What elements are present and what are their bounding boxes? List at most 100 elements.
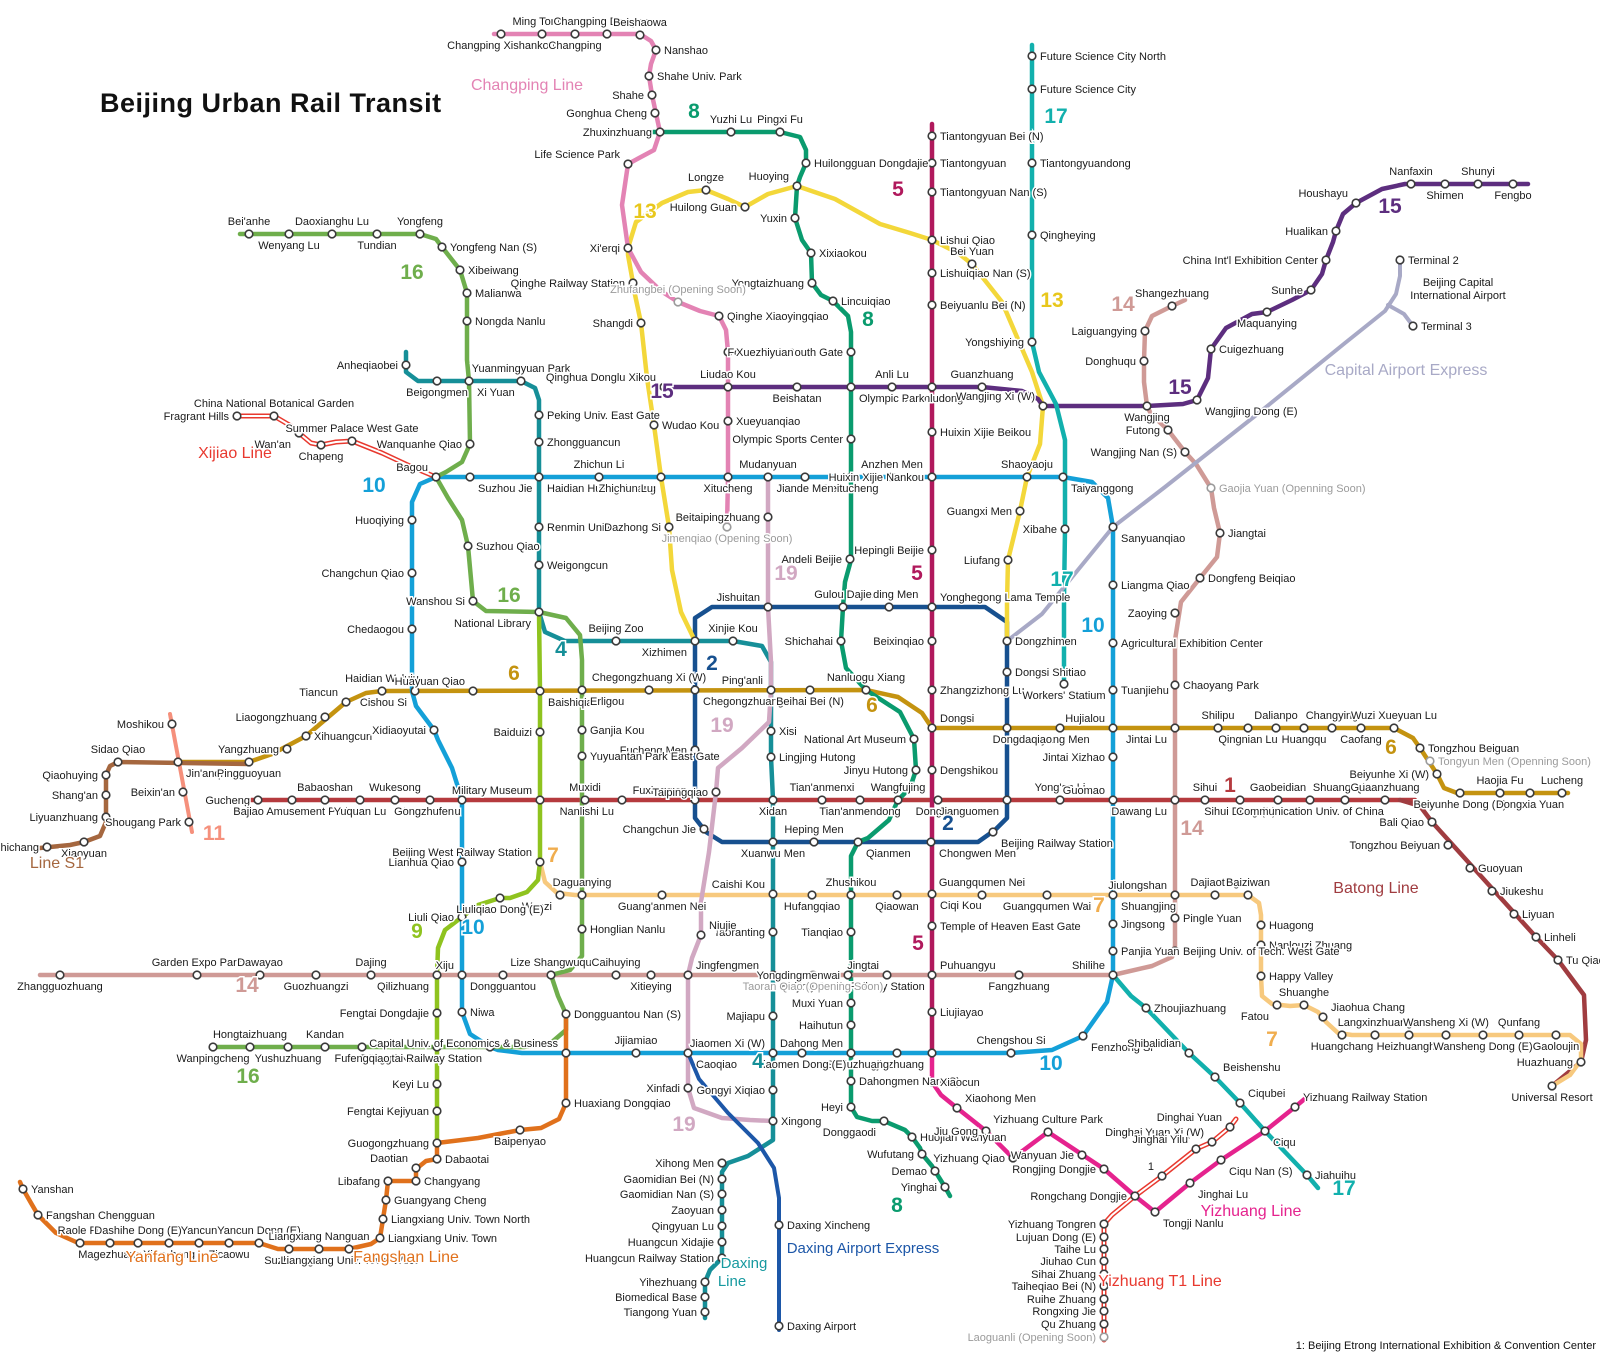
station-dot [1099,1256,1109,1266]
station-dot [113,757,123,767]
station-dot [967,259,977,269]
station-label: Puhuangyu [940,960,996,972]
line-number-badge: 6 [1385,736,1397,759]
station-label: Nanshao [664,45,708,57]
airport-express-path [1005,258,1402,643]
station-dot [723,382,733,392]
station-dot [1210,890,1220,900]
station-label: Yizhuang Railway Station [1303,1092,1427,1104]
station-dot [580,795,590,805]
station-dot [1514,1030,1524,1040]
station-label: Life Science Park [534,149,620,161]
station-dot [1140,326,1150,336]
station-dot [1207,1137,1217,1147]
station-label: Jinyu Hutong [844,765,908,777]
station-dot [631,1048,641,1058]
station-label: Guogongzhuang [348,1138,429,1150]
station-label: Gaomidian Bei (N) [624,1174,714,1186]
station-dot [269,411,279,421]
station-label: Guangxi Men [947,506,1012,518]
station-dot [768,970,778,980]
station-dot [1271,723,1281,733]
station-label: Garden Expo Park [152,957,243,969]
station-dot [911,765,921,775]
station-label: Dongzhimen [1015,636,1077,648]
station-label: Muxidi [569,782,601,794]
line-number-badge: 13 [633,200,656,223]
station-label: Xitucheng [704,483,753,495]
station-dot [516,376,526,386]
station-label: Ganjia Kou [590,725,644,737]
line-14-path [37,297,1223,978]
station-label: Guang'anmen Nei [618,901,706,913]
station-label: Yongtaizhuang [732,278,804,290]
station-label: Beixin'an [131,787,175,799]
station-label: Niujie [709,920,737,932]
station-label: Taihe Lu [1054,1244,1096,1256]
station-dot [927,889,937,899]
station-dot [534,560,544,570]
station-label: Tuanjiehu [1121,685,1169,697]
station-dot [1273,795,1283,805]
station-label: Beihai Bei (N) [776,696,844,708]
station-label: Xihong Men [655,1158,714,1170]
station-dot [465,472,475,482]
station-dot [432,1154,442,1164]
station-label: Guangqumen Wai [1003,901,1091,913]
station-label: Zaoyuan [671,1205,714,1217]
station-dot [1055,795,1065,805]
station-label: Huayuan Qiao [395,676,465,688]
station-label: Tiancun [299,687,338,699]
station-dot [683,1048,693,1058]
station-label: Sihui [1193,782,1217,794]
station-dot [75,1238,85,1248]
station-label: Datunludong [901,393,963,405]
station-label: Huixin Xijie Nankou [829,472,924,484]
station-label: Zhufangbei (Opening Soon) [610,284,746,296]
station-dot [344,1244,354,1254]
station-label: Shuangjing [1121,901,1176,913]
station-label: Wangjing Nan (S) [1091,447,1177,459]
station-dot [1380,795,1390,805]
station-dot [879,1116,889,1126]
line-number-badge: 16 [400,261,423,284]
line-name-label: Fangshan Line [353,1249,459,1266]
station-dot [927,131,937,141]
line-16-path [210,231,585,1050]
station-dot [635,30,645,40]
station-label: Chaoyang Park [1183,680,1259,692]
station-label: Donghuqu [1085,356,1136,368]
station-label: Erligou [590,696,624,708]
station-dot [1440,179,1450,189]
station-dot [457,912,467,922]
station-label: Caoqiao [696,1059,737,1071]
station-dot [1167,301,1177,311]
station-dot [1243,890,1253,900]
station-dot [1059,679,1069,689]
station-dot [485,1042,495,1052]
station-label: Fangshan Chengguan [46,1210,155,1222]
line-number-badge: 10 [461,916,484,939]
station-dot [192,970,202,980]
station-dot [79,837,89,847]
station-label: Longze [688,172,724,184]
station-label: Dongsi Shitiao [1015,667,1086,679]
station-dot [432,1008,442,1018]
station-label: Liangma Qiao [1121,580,1190,592]
station-label: Xi Yuan [477,387,515,399]
station-label: Guangqumen Nei [939,877,1025,889]
station-dot [457,1007,467,1017]
station-label: Nanfaxin [1389,166,1432,178]
station-dot [1108,522,1118,532]
station-dot [809,837,819,847]
line-number-badge: 4 [555,638,567,661]
line-number-badge: 16 [497,584,520,607]
station-dot [717,1189,727,1199]
station-dot [411,1176,421,1186]
station-dot [927,602,937,612]
station-label: 1 [1148,1161,1154,1173]
station-dot [1235,795,1245,805]
line-number-badge: 14 [235,974,259,997]
station-label: Mudanyuan [739,459,797,471]
station-label: Yizhuang Culture Park [993,1114,1103,1126]
